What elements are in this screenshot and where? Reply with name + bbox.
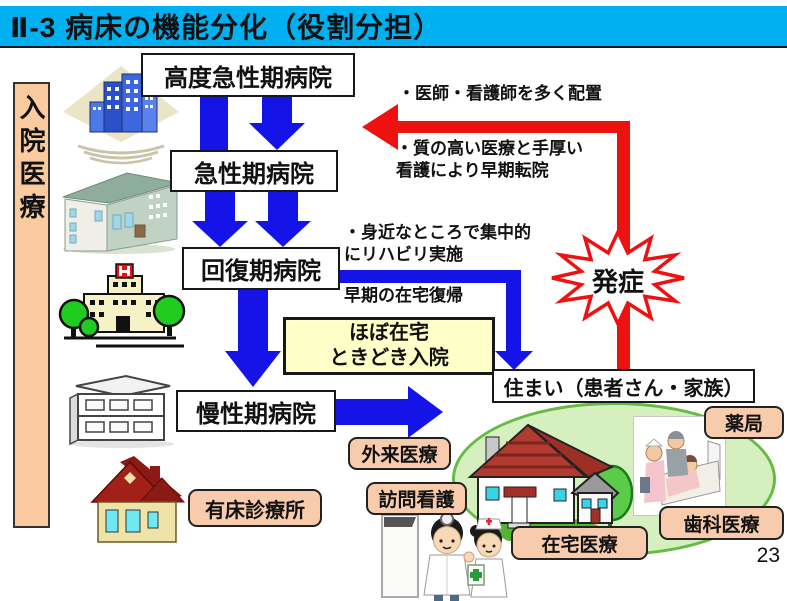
onset-label: 発症 [591,267,644,297]
label-dental-care: 歯科医療 [659,506,784,540]
label-clinic-with-beds: 有床診療所 [188,489,322,527]
doctor-icon [423,512,475,601]
label-outpatient-care-text: 外来医療 [361,445,438,466]
note-quality-line1: ・質の高い医療と手厚い [396,139,583,158]
note-rehab-line2: にリハビリ実施 [344,245,463,265]
arrow-chronic-to-home [335,386,443,438]
label-visiting-nursing: 訪問看護 [366,482,467,515]
note-staffing: ・医師・看護師を多く配置 [398,84,602,103]
page-number: 23 [756,544,780,567]
mostly-home-line1: ほぼ在宅 [349,322,429,344]
mostly-home-box: ほぼ在宅 ときどき入院 [283,317,495,375]
label-pharmacy-text: 薬局 [724,414,763,435]
inpatient-care-label: 入院医療 [16,94,46,226]
mostly-home-line2: ときどき入院 [329,347,449,369]
label-home-medical-care: 在宅医療 [511,526,648,560]
arrow-acute-to-recovery-left [192,192,248,247]
label-pharmacy: 薬局 [704,406,784,439]
label-dental-care-text: 歯科医療 [683,514,760,536]
note-rehab-line1: ・身近なところで集中的 [344,223,531,242]
clinic-house-icon [80,450,188,548]
rehab-hospital-icon [56,256,188,354]
doctor-and-nurse-icon [370,503,518,601]
home-care-scene-icon [633,416,726,516]
box-advanced-acute-label: 高度急性期病院 [164,64,332,92]
box-chronic-hospital: 慢性期病院 [176,390,336,432]
residence-label: 住まい（患者さん・家族） [503,377,744,400]
medicine-cabinet-icon [381,514,419,598]
box-acute-hospital: 急性期病院 [170,150,338,192]
label-outpatient-care: 外来医療 [348,437,451,470]
note-quality: ・質の高い医療と手厚い 看護により早期転院 [396,138,583,182]
arrow-recovery-to-chronic [225,290,281,387]
box-advanced-acute-hospital: 高度急性期病院 [141,53,355,97]
acute-hospital-building-icon [57,167,183,255]
arrow-acute-to-recovery-right [255,192,311,247]
residence-box: 住まい（患者さん・家族） [492,369,755,403]
note-quality-line2: 看護により早期転院 [396,161,549,181]
label-visiting-nursing-text: 訪問看護 [378,490,455,511]
label-clinic-with-beds-text: 有床診療所 [205,499,305,522]
box-recovery-label: 回復期病院 [201,258,321,285]
arrow-advanced-to-acute [249,97,305,150]
page-title: Ⅱ-3 病床の機能分化（役割分担） [0,6,787,48]
inpatient-care-band: 入院医療 [13,82,50,528]
note-rehab: ・身近なところで集中的 にリハビリ実施 [344,222,531,266]
box-acute-label: 急性期病院 [194,160,314,188]
box-recovery-hospital: 回復期病院 [182,247,340,290]
box-chronic-label: 慢性期病院 [196,400,316,428]
arrow-advanced-up-bar [200,97,228,150]
nurse-icon [467,518,508,598]
label-home-medical-care-text: 在宅医療 [541,534,618,556]
chronic-hospital-building-icon [64,370,182,450]
home-house-icon [460,413,640,548]
note-early-home-return: 早期の在宅復帰 [344,286,463,305]
